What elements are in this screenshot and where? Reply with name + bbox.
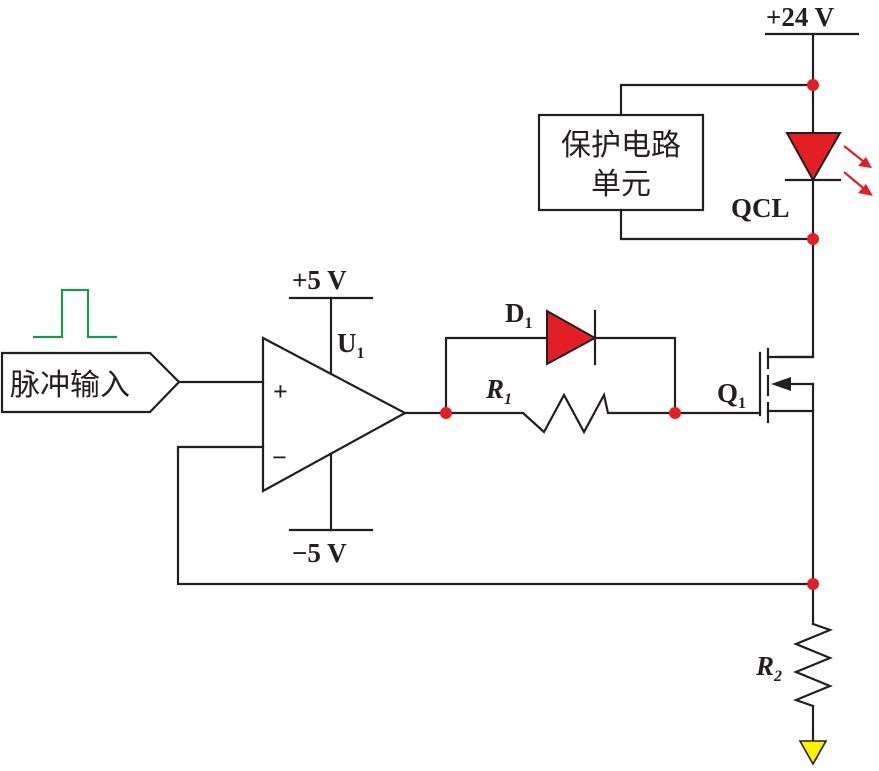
junction-dot (669, 407, 681, 419)
ground-icon (798, 740, 828, 766)
junction-dot (807, 79, 819, 91)
r2-label: R2 (755, 651, 782, 685)
u1-label: U1 (337, 328, 365, 362)
junction-dot (807, 233, 819, 245)
junction-dot (440, 407, 452, 419)
protection-label-line1: 保护电路 (561, 128, 681, 163)
feedback-wire (176, 445, 815, 586)
diode-d1: D1 (444, 298, 677, 415)
q1-label: Q1 (717, 378, 746, 412)
protection-label-line2: 单元 (591, 167, 651, 202)
mosfet-q1: Q1 (717, 347, 815, 424)
supply-24v-label: +24 V (766, 2, 835, 32)
junction-dots (440, 79, 819, 590)
d1-label: D1 (505, 298, 533, 332)
junction-dot (807, 578, 819, 590)
opamp-plus-label: + (273, 377, 288, 406)
resistor-r2: R2 (755, 622, 834, 743)
supply-5v-label: +5 V (292, 265, 347, 295)
opamp-u1: + − +5 V −5 V U1 (261, 265, 408, 568)
supply-24v: +24 V (764, 2, 860, 36)
protection-circuit-unit: 保护电路 单元 (537, 83, 815, 241)
r1-label: R1 (485, 374, 512, 408)
opamp-minus-label: − (272, 443, 287, 472)
pulse-input-label: 脉冲输入 (10, 368, 130, 403)
qcl-laser-diode: QCL (731, 83, 873, 241)
qcl-label: QCL (731, 193, 790, 223)
supply-neg5v-label: −5 V (292, 538, 347, 568)
pulse-input: 脉冲输入 (0, 288, 265, 414)
resistor-r1: R1 (444, 374, 677, 435)
light-emission-arrows-icon (843, 145, 873, 196)
pulse-waveform-icon (33, 288, 117, 339)
